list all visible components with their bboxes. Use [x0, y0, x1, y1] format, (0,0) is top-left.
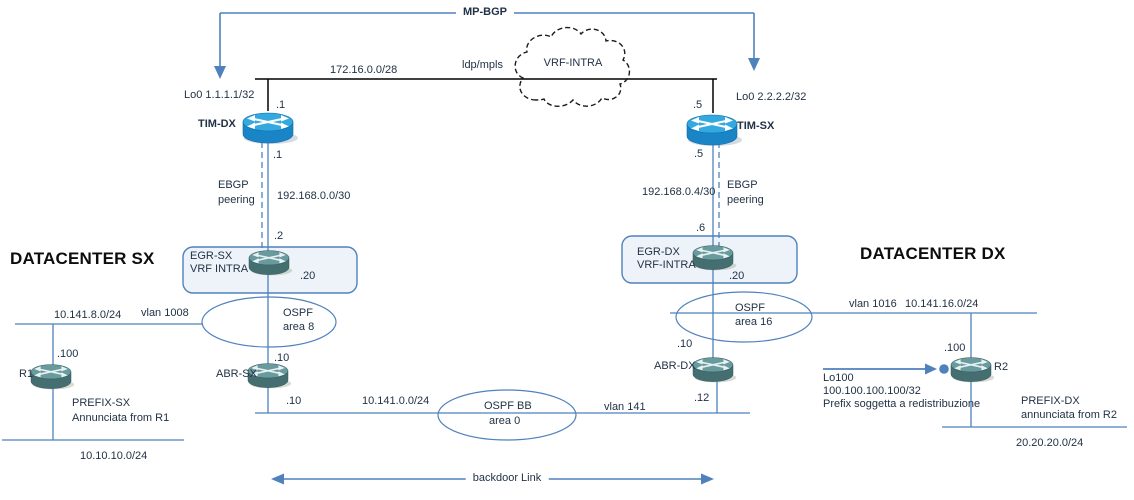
- ospf-area16-line2: area 16: [735, 316, 773, 328]
- abr-dx-if-down: .12: [694, 392, 710, 404]
- ospf-area0-ellipse: [437, 389, 577, 441]
- redistribution-line1: Lo100: [823, 372, 854, 384]
- r1-stub-net-label: 10.10.10.0/24: [80, 450, 148, 462]
- tim-dx-if-wan: .1: [276, 99, 286, 111]
- egr-sx-vrf: VRF INTRA: [190, 263, 249, 275]
- egr-dx-if-down: .20: [729, 270, 745, 282]
- r1-name: R1: [19, 368, 34, 380]
- link-sx-net: 192.168.0.0/30: [277, 190, 351, 202]
- router-icon-abr-dx: [692, 356, 738, 384]
- backbone0-vlan: vlan 141: [604, 401, 646, 413]
- abr-sx-name: ABR-SX: [216, 368, 257, 380]
- tim-dx-name: TIM-DX: [198, 118, 236, 130]
- lan-sx-net: 10.141.8.0/24: [54, 309, 122, 321]
- tim-sx-if-lan: .5: [694, 148, 704, 160]
- lan-sx-vlan: vlan 1008: [141, 307, 189, 319]
- r2-stub-net-label: 20.20.20.0/24: [1016, 437, 1084, 449]
- datacenter-sx-title: DATACENTER SX: [10, 249, 155, 268]
- link-dx-net: 192.168.0.4/30: [642, 186, 716, 198]
- site-links: [2, 140, 1127, 441]
- router-icon-r1: [30, 363, 75, 391]
- lan-dx-net: 10.141.16.0/24: [905, 298, 979, 310]
- datacenter-dx-title: DATACENTER DX: [860, 244, 1006, 263]
- ospf-area0-line2: area 0: [489, 415, 521, 427]
- router-icon-tim-dx: [241, 111, 300, 146]
- backbone0-net: 10.141.0.0/24: [362, 395, 430, 407]
- egr-sx-if-down: .20: [300, 270, 316, 282]
- egr-sx-name: EGR-SX: [190, 250, 233, 262]
- ebgp-dx-line1: EBGP: [727, 179, 758, 191]
- egr-dx-if-up: .6: [696, 222, 706, 234]
- ospf-area8-line1: OSPF: [283, 307, 313, 319]
- abr-dx-name: ABR-DX: [654, 360, 696, 372]
- router-icon-tim-sx: [685, 113, 744, 148]
- ospf-area8-ellipse: [201, 296, 337, 348]
- prefix-sx-line2: Annunciata from R1: [72, 412, 170, 424]
- ebgp-sx-line2: peering: [218, 194, 255, 206]
- tim-sx-if-wan: .5: [693, 99, 703, 111]
- abr-dx-if-up: .10: [677, 338, 693, 350]
- prefix-sx-line1: PREFIX-SX: [72, 397, 131, 409]
- redistribution-line3: Prefix soggetta a redistribuzione: [823, 398, 981, 410]
- lan-dx-vlan: vlan 1016: [849, 298, 897, 310]
- core-backbone-link: [255, 78, 717, 113]
- ldp-mpls-label: ldp/mpls: [462, 59, 503, 71]
- tim-sx-name: TIM-SX: [737, 120, 775, 132]
- backdoor-link-label: backdoor Link: [465, 472, 549, 484]
- tim-dx-loopback: Lo0 1.1.1.1/32: [184, 89, 255, 101]
- egr-dx-name: EGR-DX: [637, 246, 680, 258]
- ospf-area16-ellipse: [675, 291, 813, 343]
- r2-name: R2: [994, 361, 1009, 373]
- ospf-area16-line1: OSPF: [735, 302, 765, 314]
- r1-if: .100: [57, 348, 79, 360]
- egr-dx-vrf: VRF-INTRA: [637, 259, 696, 271]
- prefix-dx-line1: PREFIX-DX: [1021, 395, 1080, 407]
- redistribution-dot: [939, 364, 949, 374]
- ebgp-sx-line1: EBGP: [218, 179, 249, 191]
- ebgp-dx-line2: peering: [727, 194, 764, 206]
- mp-bgp-label: MP-BGP: [456, 6, 514, 18]
- router-icon-egr-sx: [248, 249, 294, 277]
- prefix-dx-line2: annunciata from R2: [1021, 409, 1117, 421]
- tim-dx-if-lan: .1: [273, 149, 283, 161]
- router-icon-r2: [950, 356, 996, 384]
- abr-sx-if-down: .10: [286, 395, 302, 407]
- core-net-label: 172.16.0.0/28: [330, 64, 398, 76]
- cloud-vrf-label: VRF-INTRA: [543, 57, 603, 69]
- redistribution-arrow: [823, 363, 949, 375]
- tim-sx-loopback: Lo0 2.2.2.2/32: [736, 91, 807, 103]
- ospf-area8-line2: area 8: [283, 321, 315, 333]
- egr-sx-if-up: .2: [274, 230, 284, 242]
- ospf-area0-line1: OSPF BB: [484, 400, 532, 412]
- redistribution-line2: 100.100.100.100/32: [823, 385, 921, 397]
- router-icon-egr-dx: [692, 244, 738, 272]
- r2-if: .100: [944, 342, 966, 354]
- abr-sx-if-up: .10: [274, 352, 290, 364]
- mpls-cloud: [514, 26, 631, 107]
